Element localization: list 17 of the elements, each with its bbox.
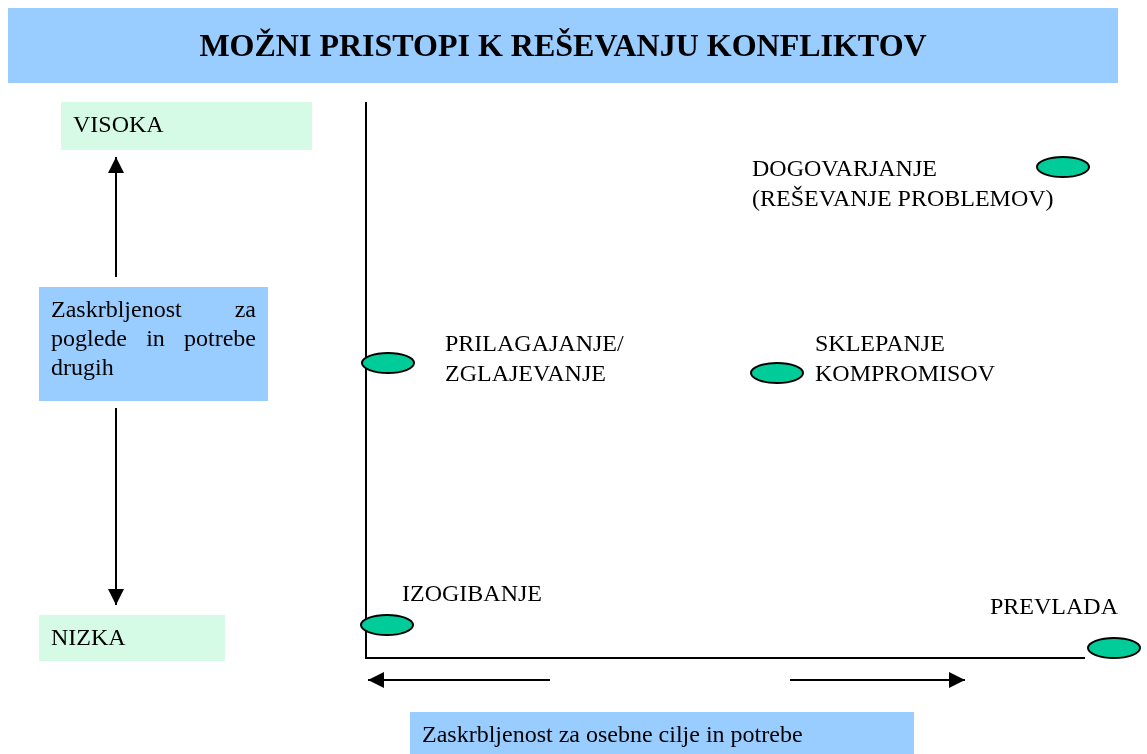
position-marker: [750, 362, 804, 384]
level-label: VISOKA: [61, 102, 312, 150]
position-marker: [360, 614, 414, 636]
approach-label: PREVLADA: [990, 592, 1119, 621]
position-marker: [1036, 156, 1090, 178]
approach-label: DOGOVARJANJE (REŠEVANJE PROBLEMOV): [752, 154, 1055, 213]
arrow: [108, 407, 124, 606]
axis-label: Zaskrbljenost za poglede in potrebe drugih: [39, 287, 268, 401]
title-banner: MOŽNI PRISTOPI K REŠEVANJU KONFLIKTOV: [8, 8, 1118, 83]
level-label: NIZKA: [39, 615, 225, 661]
position-marker: [361, 352, 415, 374]
approach-label: PRILAGAJANJE/ ZGLAJEVANJE: [445, 329, 625, 388]
approach-label: IZOGIBANJE: [402, 579, 543, 608]
approach-label: SKLEPANJE KOMPROMISOV: [815, 329, 997, 388]
axis-label: Zaskrbljenost za osebne cilje in potrebe: [410, 712, 914, 754]
position-marker: [1087, 637, 1141, 659]
arrow: [108, 156, 124, 278]
